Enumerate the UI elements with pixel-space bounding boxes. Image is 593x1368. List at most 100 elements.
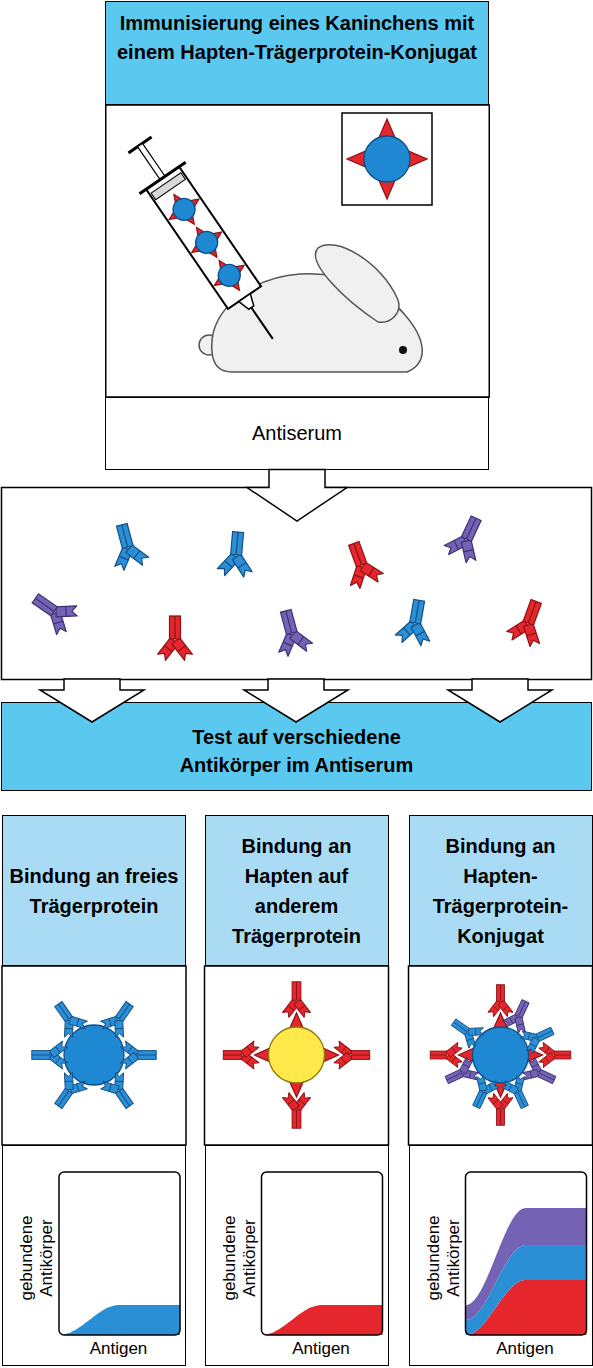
chain-divider <box>416 631 425 636</box>
antibody-arm <box>49 1041 67 1058</box>
y-axis-label: gebundene Antikörper <box>424 1193 464 1323</box>
antibody-stem <box>451 1019 469 1035</box>
chain-divider <box>532 1064 538 1067</box>
antibody-arm <box>477 1075 487 1091</box>
antibody-arm <box>64 1072 73 1089</box>
antigen <box>182 217 232 267</box>
antibody-arm-shape <box>444 536 467 554</box>
chain-divider <box>236 532 238 555</box>
chain-divider <box>128 1046 133 1052</box>
antibody-arm-shape <box>294 999 311 1017</box>
hapten-triangle <box>215 258 229 273</box>
antibody-arm <box>241 1052 259 1069</box>
antibody-arm-shape <box>465 1032 476 1049</box>
chain-divider <box>296 1110 297 1128</box>
antibody-arm <box>232 554 252 577</box>
antibody-stem <box>116 1088 134 1108</box>
antibody <box>394 597 436 647</box>
chain-divider <box>225 561 232 568</box>
plot-frame <box>466 1172 587 1335</box>
chain-divider <box>516 1083 523 1085</box>
chain-divider <box>369 568 374 576</box>
chain-divider <box>58 1091 69 1106</box>
chain-divider <box>454 541 459 550</box>
antibody-arm <box>462 1069 478 1079</box>
hapten-triangle <box>493 1013 509 1031</box>
antibody-arm-shape <box>477 1075 487 1091</box>
antibody-arm <box>158 638 179 661</box>
chain-divider <box>466 518 476 539</box>
hapten-triangle <box>170 192 184 207</box>
antibody-arm <box>56 606 77 617</box>
antibody-arm <box>488 1093 503 1109</box>
chain-divider <box>528 1033 530 1040</box>
antibody-stem <box>32 594 57 616</box>
antibody <box>223 1041 259 1069</box>
antibody-arm <box>444 536 467 554</box>
antibody-stem <box>349 542 367 567</box>
antibody-arm <box>334 1041 352 1058</box>
antibody <box>217 531 256 578</box>
antibody-stem <box>138 1051 156 1060</box>
chain-divider <box>341 1046 346 1052</box>
chain-divider <box>354 575 364 578</box>
chain-divider <box>53 621 63 624</box>
antibody-arm <box>69 1081 87 1094</box>
antibody-arm-shape <box>468 1028 483 1036</box>
illustration-frame <box>106 105 490 397</box>
antibody-panel <box>2 488 592 680</box>
antibody <box>283 1093 311 1129</box>
antibody-arm <box>172 638 193 661</box>
antibody-arm <box>446 1053 462 1068</box>
antigen <box>459 1013 543 1097</box>
rabbit-body <box>212 274 422 372</box>
hapten-triangle <box>459 1047 477 1063</box>
antibody-arm <box>524 623 540 646</box>
chain-divider <box>509 1084 512 1090</box>
plunger-head <box>151 173 185 200</box>
antibody-stem <box>536 1027 554 1041</box>
chain-divider <box>288 1005 294 1010</box>
antibody <box>539 1042 571 1067</box>
antibody-arm <box>446 1042 462 1057</box>
antibody-arm <box>515 1017 525 1033</box>
antibody-arm <box>460 1057 473 1074</box>
chain-divider <box>530 1044 536 1047</box>
antibody-arm <box>465 1032 476 1049</box>
illustration-frame <box>2 966 186 1145</box>
antibody <box>283 982 311 1018</box>
antibody-arm-shape <box>446 1053 462 1068</box>
chain-divider <box>32 1055 50 1056</box>
column-header: Bindung an Hapten auf anderem Trägerprot… <box>205 815 389 966</box>
antibody-arm-shape <box>283 999 300 1017</box>
antibody-stem <box>497 1109 505 1126</box>
carrier-protein <box>364 136 410 182</box>
chain-divider <box>517 1024 524 1026</box>
chain-divider <box>134 551 140 559</box>
antibody-arm <box>294 1093 311 1111</box>
antibody-arm <box>488 1000 503 1016</box>
hapten-triangle <box>187 195 202 209</box>
illustration-frame <box>409 966 593 1145</box>
antibody-arm-shape <box>49 1041 67 1058</box>
chain-divider <box>519 1001 526 1016</box>
antibody-arm-shape <box>514 1075 524 1091</box>
hapten-triangle <box>347 150 368 168</box>
chain-divider <box>528 601 536 623</box>
carrier-protein <box>169 194 200 225</box>
hapten-triangle <box>192 225 206 240</box>
antibody-arm <box>101 1081 119 1094</box>
antibody-stem <box>538 1069 556 1083</box>
antibody <box>47 1069 90 1114</box>
chain-divider <box>247 1057 252 1063</box>
antibody-arm-shape <box>115 547 132 570</box>
antibody-arm <box>69 1016 87 1029</box>
hapten-triangle <box>406 150 427 168</box>
rabbit-ear <box>315 245 398 323</box>
antibody-arm-shape <box>121 1052 139 1069</box>
chain-divider <box>516 626 521 634</box>
chain-divider <box>503 1006 509 1010</box>
antibody <box>505 595 553 649</box>
antibody-arm-shape <box>360 562 383 582</box>
